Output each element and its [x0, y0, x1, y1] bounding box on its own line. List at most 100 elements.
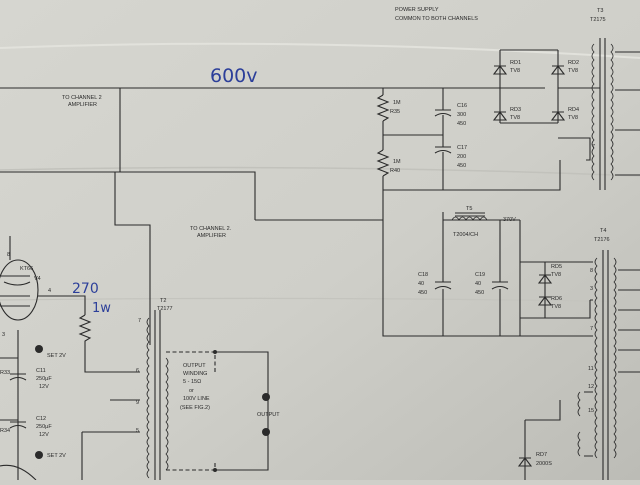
handwritten-600v: 600v	[210, 65, 258, 87]
t2-pin-5: 5	[136, 428, 139, 434]
t3-part: T2175	[590, 17, 606, 23]
diode-rd6	[537, 296, 553, 306]
t2-primary-leads	[81, 399, 140, 480]
paper-crease	[0, 166, 640, 177]
header-line-1: POWER SUPPLY	[395, 7, 439, 13]
v4-type: KT66	[20, 266, 33, 272]
v4-pin-8: 8	[7, 252, 10, 258]
t4-label: T4	[600, 228, 606, 234]
rd4-label: RD4	[568, 107, 579, 113]
t5-label: T5	[466, 206, 472, 212]
t5-part: T2004/CH	[453, 232, 478, 238]
c19-value: 40	[475, 281, 481, 287]
c11-value: 250µF	[36, 376, 52, 382]
wire-c17-return	[383, 160, 561, 191]
c18-value: 40	[418, 281, 424, 287]
rd1-type: TV8	[510, 68, 520, 74]
r34-label: R34	[0, 428, 10, 434]
capacitor-c17	[434, 146, 452, 154]
transformer-t4-core	[602, 250, 609, 480]
output-winding-line-6: (SEE FIG.2)	[180, 405, 210, 411]
capacitor-c11	[9, 373, 27, 381]
rd3-label: RD3	[510, 107, 521, 113]
t3-secondary-leads	[615, 51, 640, 176]
rd5-type: TV8	[551, 272, 561, 278]
t3-label: T3	[597, 8, 603, 14]
transformer-t2-primary	[146, 317, 150, 479]
label-amplifier-mid: AMPLIFIER	[197, 233, 226, 239]
transformer-t4-secondary	[613, 257, 617, 459]
wire-ground-return	[382, 176, 586, 337]
c19-label: C19	[475, 272, 485, 278]
resistor-r35	[376, 94, 390, 122]
transformer-t2-core	[154, 310, 161, 480]
handwritten-270: 270	[72, 281, 99, 297]
wire-bridge-t3	[558, 137, 591, 161]
header-line-2: COMMON TO BOTH CHANNELS	[395, 16, 478, 22]
t4-primary-leads	[586, 261, 593, 337]
t4-secondary-leads	[618, 269, 640, 373]
output-terminal-top	[262, 393, 270, 401]
label-amplifier-top: AMPLIFIER	[68, 102, 97, 108]
t5-voltage: 370V	[503, 217, 516, 223]
capacitor-c19	[491, 281, 509, 290]
transformer-t4-primary	[594, 257, 598, 459]
wire-mid-bus	[0, 171, 256, 220]
valve-v4-envelope	[0, 259, 39, 321]
wire-choke	[442, 212, 521, 336]
rd2-type: TV8	[568, 68, 578, 74]
wire-rd5-rd6	[520, 261, 591, 319]
diode-rd3	[492, 111, 508, 121]
rd6-label: RD6	[551, 296, 562, 302]
diode-rd1	[492, 65, 508, 75]
c17-label: C17	[457, 145, 467, 151]
output-winding-line-2: WINDING	[183, 371, 207, 377]
paper-crease	[0, 297, 640, 303]
output-winding-line-3: 5 - 15Ω	[183, 379, 201, 385]
resistor-270	[78, 314, 140, 373]
label-to-channel-2-top: TO CHANNEL 2	[62, 95, 102, 101]
label-to-channel-2-mid: TO CHANNEL 2.	[190, 226, 232, 232]
rd3-type: TV8	[510, 115, 520, 121]
output-winding-line-5: 100V LINE	[183, 396, 210, 402]
r35-label: R35	[390, 109, 400, 115]
c12-label: C12	[36, 416, 46, 422]
c12-voltage: 12V	[39, 432, 49, 438]
t4-heater-windings	[577, 391, 581, 457]
output-winding-line-4: or	[189, 388, 194, 394]
v4-label: V4	[34, 276, 41, 282]
valve-v5-envelope-partial	[0, 464, 37, 481]
rd4-type: TV8	[568, 115, 578, 121]
t4-pin-8: 8	[590, 268, 593, 274]
t4-pin-12: 12	[588, 384, 594, 390]
r40-label: R40	[390, 168, 400, 174]
t2-part: T2177	[157, 306, 173, 312]
rd6-type: TV8	[551, 304, 561, 310]
capacitor-c18	[434, 281, 452, 290]
diode-rd5	[537, 274, 553, 284]
wire-to-t2	[114, 172, 151, 345]
valve-v4-electrodes	[0, 275, 31, 307]
v4-pin-4: 4	[48, 288, 51, 294]
bridge-rd1-rd4-wiring	[499, 49, 600, 124]
diode-rd4	[550, 111, 566, 121]
output-junction	[213, 350, 217, 354]
c16-value: 300	[457, 112, 466, 118]
valve-v4-grid-lead	[38, 295, 86, 315]
c12-value: 250µF	[36, 424, 52, 430]
t4-part: T2176	[594, 237, 610, 243]
t2-label: T2	[160, 298, 166, 304]
transformer-t3-primary	[591, 43, 595, 181]
wire-rd7	[525, 400, 561, 421]
c11-label: C11	[36, 368, 46, 374]
r35-value: 1M	[393, 100, 401, 106]
output-terminal-bottom	[262, 428, 270, 436]
output-terminal-wires	[215, 351, 269, 471]
rd2-label: RD2	[568, 60, 579, 66]
transformer-t3-core	[599, 38, 606, 190]
t3-pin-7: 7	[592, 144, 595, 150]
rd7-type: 2000S	[536, 461, 552, 467]
t4-pin-11: 11	[588, 366, 594, 372]
diode-rd7	[517, 420, 533, 480]
set-2v-bottom-label: SET 2V	[47, 453, 66, 459]
